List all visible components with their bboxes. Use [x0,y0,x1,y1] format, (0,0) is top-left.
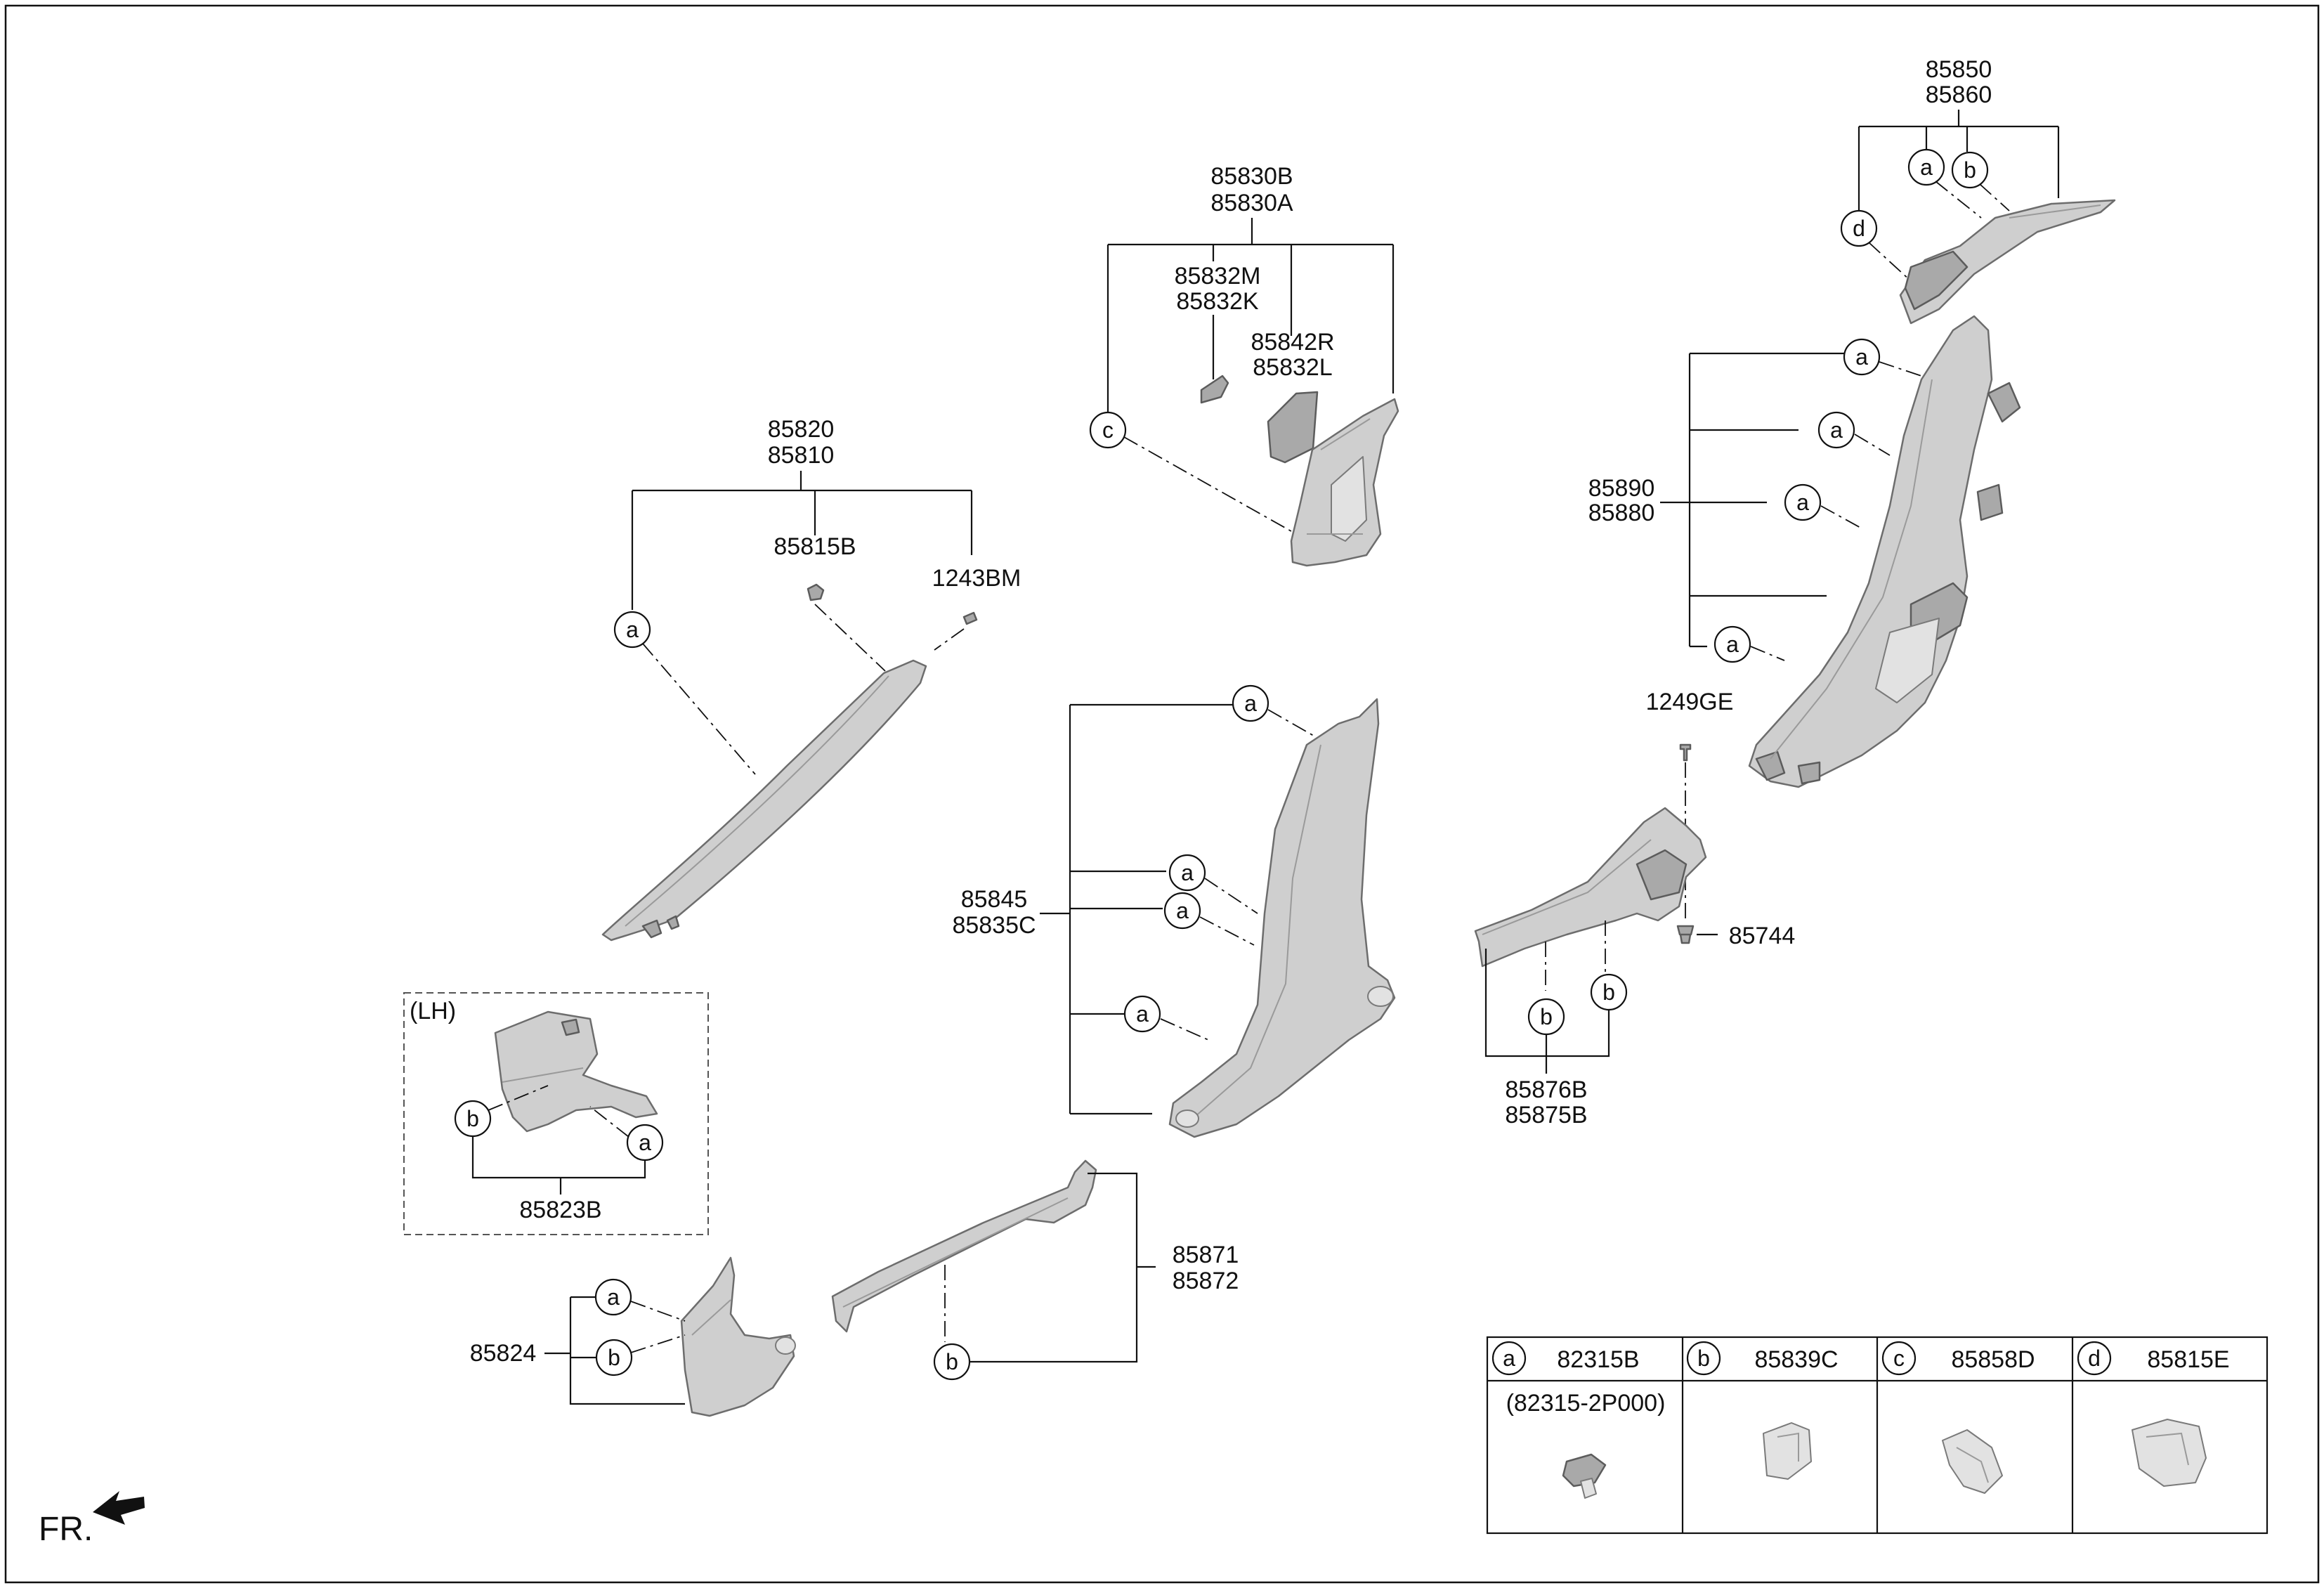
part-number[interactable]: 85876B [1505,1076,1587,1103]
part-number[interactable]: 85832K [1176,288,1259,315]
part-number[interactable]: 85890 [1588,475,1655,502]
callout-letter: b [608,1345,620,1370]
scuff-front-trim[interactable] [831,1159,1097,1333]
part-number[interactable]: 85820 [768,416,835,443]
legend-table: a 82315B (82315-2P000) b 85839C c 85858D… [1486,1336,2268,1535]
callout-letter: a [1855,344,1868,370]
clip-85815b[interactable] [807,583,825,601]
lh-bracket-group: (LH) b a 85823B [403,992,709,1235]
legend-letter-c: c [1893,1346,1905,1371]
callout-letter: a [639,1130,651,1155]
cowl-side-trim[interactable] [680,1256,795,1417]
screw-1243bm[interactable] [962,611,978,625]
part-number[interactable]: 85744 [1729,923,1796,949]
b-pillar-lower-group: 85845 85835C a a a a [952,684,1396,1138]
part-number[interactable]: 85815B [773,533,856,560]
c-pillar-top-trim[interactable] [1899,199,2116,325]
fr-label: FR. [39,1511,93,1548]
legend-letter-d: d [2088,1346,2101,1371]
callout-letter: a [626,617,639,642]
diagram-frame [4,4,2320,1584]
callout-letter: b [946,1349,958,1374]
part-number[interactable]: 85842R [1251,329,1334,356]
b-pillar-lower-trim[interactable] [1168,698,1396,1138]
screw-1249ge[interactable] [1679,743,1692,762]
lh-bracket-part[interactable] [494,1010,658,1133]
part-number[interactable]: 85835C [952,912,1036,939]
part-number[interactable]: 85824 [470,1340,537,1367]
part-number[interactable]: 85872 [1173,1268,1239,1294]
rear-quarter-trim[interactable] [1748,315,1993,788]
clip-82315b-icon [1562,1453,1607,1499]
callout-letter: d [1853,216,1865,241]
part-number[interactable]: 85832M [1175,263,1261,289]
legend-part-c[interactable]: 85858D [1951,1346,2035,1373]
legend-letter-b: b [1697,1346,1710,1371]
callout-letter: a [1176,898,1189,923]
part-number[interactable]: 85810 [768,442,835,469]
a-pillar-trim[interactable] [601,659,927,942]
fasteners-group: 1249GE 85744 [1646,689,1796,949]
part-number[interactable]: 85830A [1210,190,1293,216]
part-number[interactable]: 85875B [1505,1102,1587,1128]
callout-letter: b [1540,1004,1553,1029]
rear-quarter-group: 85890 85880 a a a a [1588,315,2021,788]
callout-letter: a [1244,691,1257,716]
legend-part-b[interactable]: 85839C [1754,1346,1838,1373]
callout-letter: b [1602,980,1615,1005]
part-number[interactable]: 85832L [1253,354,1332,381]
clip-85815e-icon [2132,1419,2207,1487]
part-number[interactable]: 85845 [961,886,1028,913]
callout-letter: a [1726,632,1739,657]
part-number[interactable]: 85860 [1926,82,1992,108]
lh-inset-frame [403,992,709,1235]
part-number[interactable]: 1243BM [932,565,1021,592]
legend-part-a[interactable]: 82315B [1557,1346,1639,1373]
a-pillar-group: 85820 85810 85815B 1243BM a [601,416,1021,942]
legend-part-d[interactable]: 85815E [2147,1346,2229,1373]
part-number[interactable]: 85830B [1210,163,1293,190]
front-direction: FR. [39,1491,145,1548]
callout-letter: a [607,1284,620,1310]
legend-note-a: (82315-2P000) [1506,1390,1666,1417]
scuff-rear-trim[interactable] [1474,807,1707,968]
callout-letter: a [1830,417,1843,443]
callout-letter: a [1181,860,1194,885]
callout-letter: b [1964,157,1976,183]
clip-85839c-icon [1763,1422,1812,1480]
part-number[interactable]: 85880 [1588,500,1655,526]
callout-letter: b [466,1106,479,1131]
callout-letter: a [1920,155,1933,180]
legend-letter-a: a [1503,1346,1515,1371]
callout-letter: a [1796,490,1809,515]
b-pillar-upper-insert[interactable] [1200,375,1229,404]
part-number[interactable]: 1249GE [1646,689,1734,715]
callout-letter: a [1136,1001,1149,1027]
fastener-85744[interactable] [1676,925,1695,944]
part-number[interactable]: 85850 [1926,56,1992,83]
part-number[interactable]: 85871 [1173,1242,1239,1268]
callout-letter: c [1102,417,1114,443]
cowl-side-group: a b 85824 [470,1256,796,1417]
b-pillar-upper-group: 85830B 85830A 85832M 85832K 85842R 85832… [1089,163,1399,567]
scuff-front-group: b 85871 85872 [831,1159,1239,1381]
front-arrow-icon [93,1491,145,1525]
part-number[interactable]: 85823B [519,1197,601,1223]
lh-label: (LH) [410,998,456,1024]
b-pillar-upper-cover[interactable] [1267,391,1319,464]
clip-85858d-icon [1942,1429,2003,1494]
scuff-rear-group: b b 85876B 85875B [1474,807,1707,1128]
c-pillar-top-group: 85850 85860 a b d [1840,56,2116,325]
